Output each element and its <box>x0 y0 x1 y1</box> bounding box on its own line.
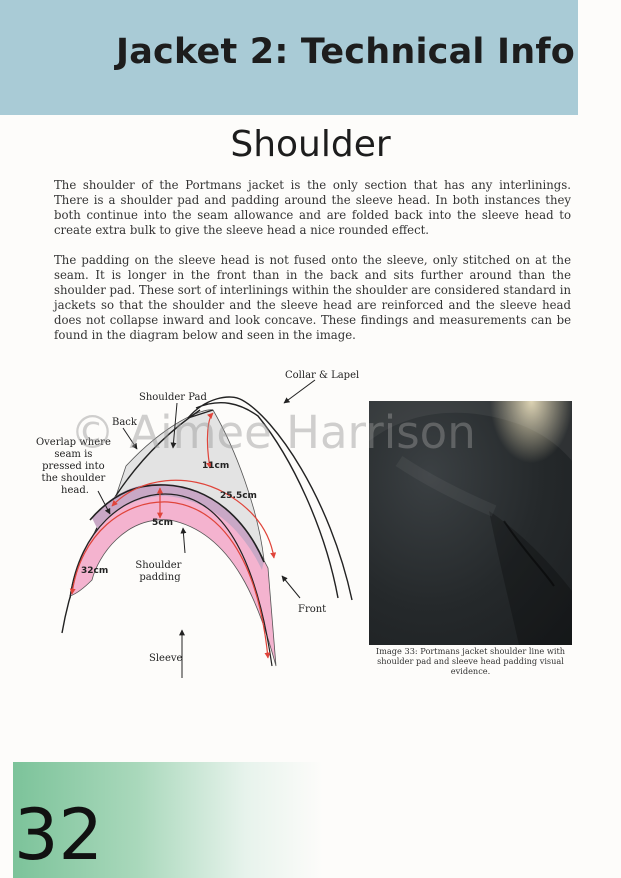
measure-line-32cm <box>69 501 271 659</box>
shoulder-diagram: Collar & Lapel Shoulder Pad Back Overlap… <box>36 370 359 678</box>
measurement-25-5cm: 25.5cm <box>220 491 257 501</box>
collar-lapel-outline <box>187 396 353 601</box>
pointer-overlap <box>97 490 111 515</box>
measure-line-11cm <box>206 412 214 469</box>
pointer-shoulder-pad <box>170 402 178 449</box>
label-overlap: Overlap where seam is pressed into the s… <box>36 437 114 496</box>
pointer-front <box>281 575 301 599</box>
label-front: Front <box>298 604 326 615</box>
label-back: Back <box>112 417 138 428</box>
measure-line-25-5cm <box>111 479 277 559</box>
pointer-back <box>122 427 138 450</box>
photo-shading <box>369 401 572 645</box>
pointer-shoulder-padding <box>180 527 187 554</box>
header-band <box>0 0 578 115</box>
label-collar-lapel: Collar & Lapel <box>285 370 359 381</box>
sleeve-outline <box>69 493 273 667</box>
measurement-32cm: 32cm <box>81 566 108 576</box>
page-number: 32 <box>14 794 104 876</box>
body-paragraph-1: The shoulder of the Portmans jacket is t… <box>54 178 571 237</box>
photo-caption: Image 33: Portmans jacket shoulder line … <box>375 646 566 676</box>
label-shoulder-padding: Shoulder padding <box>135 560 184 583</box>
label-shoulder-pad: Shoulder Pad <box>139 392 207 403</box>
pointer-collar <box>283 379 316 404</box>
body-paragraph-2: The padding on the sleeve head is not fu… <box>54 253 571 342</box>
page-header-title: Jacket 2: Technical Info <box>115 32 575 72</box>
measurement-5cm: 5cm <box>152 518 173 528</box>
footer-band <box>13 762 323 878</box>
copyright-watermark: © Aimee Harrison <box>70 406 476 459</box>
section-title: Shoulder <box>230 124 391 165</box>
measurement-11cm: 11cm <box>202 461 229 471</box>
jacket-shoulder-photo <box>369 401 572 645</box>
label-sleeve: Sleeve <box>149 653 183 664</box>
